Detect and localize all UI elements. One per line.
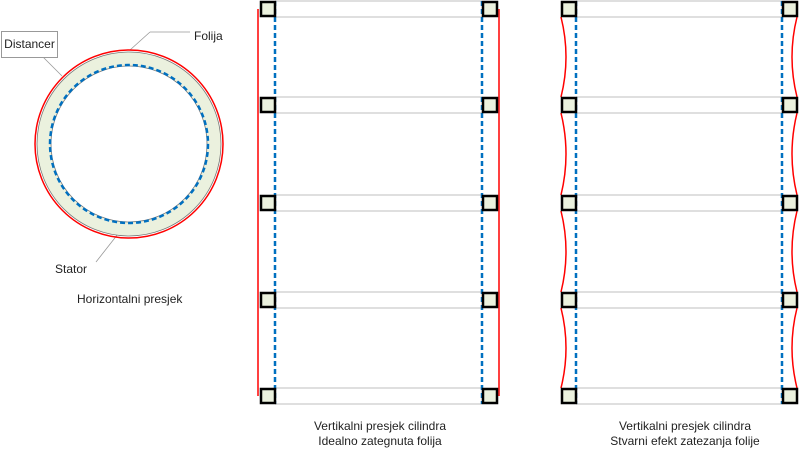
ideal-caption-line1: Vertikalni presjek cilindra [313, 419, 447, 433]
foil-curve-right [791, 307, 798, 389]
spacer-square [781, 387, 799, 405]
spacer-square [781, 291, 799, 309]
spacer-square [781, 96, 799, 114]
distancer-leader [42, 56, 63, 77]
ideal-caption-line2: Idealno zategnuta folija [318, 434, 442, 448]
spacer-square [781, 0, 799, 18]
spacer-square [560, 96, 578, 114]
spacer-square [560, 387, 578, 405]
stator-label: Stator [55, 262, 88, 276]
ideal-caption: Vertikalni presjek cilindra Idealno zate… [260, 419, 500, 449]
spacer-square [560, 291, 578, 309]
horizontal-caption: Horizontalni presjek [77, 292, 183, 306]
spacer-square [259, 96, 277, 114]
foil-curve-left [560, 307, 567, 389]
spacer-square [259, 387, 277, 405]
folija-label: Folija [194, 29, 223, 43]
spacer-ring-outer [36, 51, 222, 237]
foil-circle [34, 49, 224, 239]
spacer-ring [37, 52, 221, 236]
spacer-square [481, 387, 499, 405]
spacer-square [481, 0, 499, 18]
spacer-ring-inner [50, 65, 208, 223]
spacer-square [560, 0, 578, 18]
horizontal-section [34, 31, 224, 263]
spacer-square [560, 194, 578, 212]
stator-circle [48, 63, 210, 225]
foil-curve-right [791, 16, 798, 98]
real-caption-line1: Vertikalni presjek cilindra [618, 419, 752, 433]
spacer-square [781, 194, 799, 212]
spacer-square [259, 0, 277, 18]
distancer-label: Distancer [1, 31, 58, 58]
foil-curve-right [791, 210, 798, 293]
real-vertical-section [560, 0, 799, 405]
foil-curve-left [560, 16, 567, 98]
foil-curve-right [791, 112, 798, 196]
ideal-vertical-section [257, 0, 500, 405]
foil-curve-left [560, 210, 567, 293]
spacer-square [481, 96, 499, 114]
foil-curve-left [560, 112, 567, 196]
spacer-square [259, 291, 277, 309]
spacer-square [481, 194, 499, 212]
spacer-square [259, 194, 277, 212]
folija-leader [129, 31, 151, 51]
real-caption: Vertikalni presjek cilindra Stvarni efek… [565, 419, 800, 449]
real-caption-line2: Stvarni efekt zatezanja folije [610, 434, 760, 448]
spacer-square [481, 291, 499, 309]
